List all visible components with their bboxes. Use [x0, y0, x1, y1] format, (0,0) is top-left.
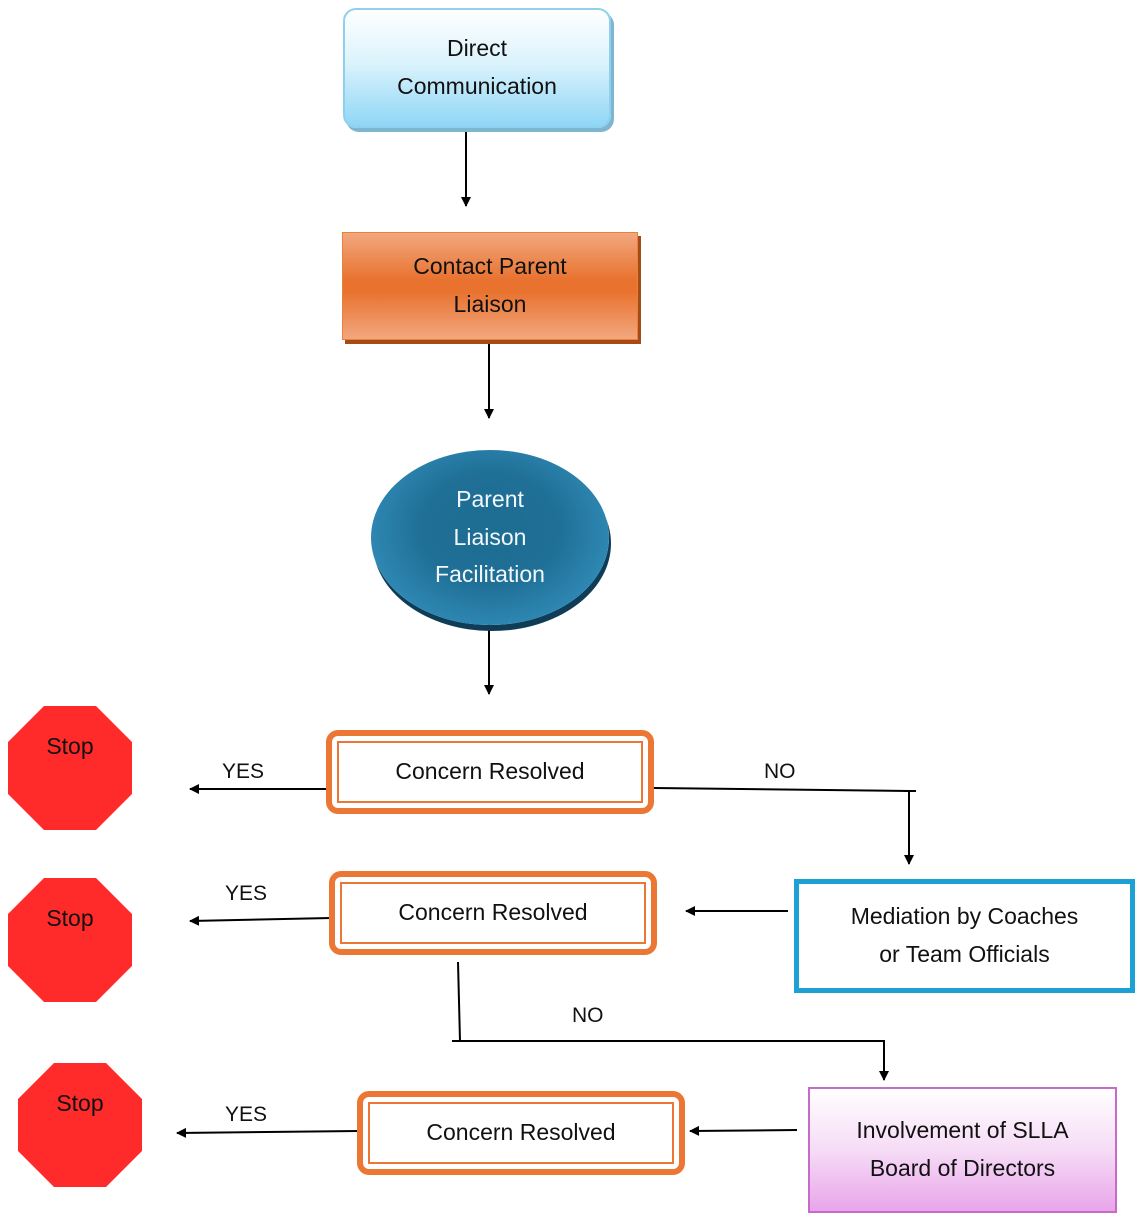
board-line-2: Board of Directors [869, 1155, 1056, 1181]
concern-resolved-node-3: Concern Resolved [357, 1091, 685, 1175]
direct-line-1: Direct [446, 35, 508, 62]
no-label-1: NO [764, 760, 796, 783]
no-label-2: NO [572, 1004, 604, 1027]
board-involvement-node: Involvement of SLLA Board of Directors [808, 1087, 1117, 1213]
contact-line-2: Liaison [453, 291, 527, 317]
stop-1-label: Stop [46, 733, 94, 759]
stop-2-label: Stop [46, 905, 94, 931]
resolved-2-label: Concern Resolved [398, 899, 588, 926]
stop-sign-1: Stop [8, 706, 132, 830]
arrow-resolved2-yes [189, 915, 332, 926]
facilitation-line-2: Liaison [453, 523, 527, 550]
contact-parent-liaison-node: Contact Parent Liaison [342, 232, 638, 340]
line-resolved1-no [653, 787, 914, 865]
stop-sign-2: Stop [8, 878, 132, 1002]
resolved-1-label: Concern Resolved [395, 758, 585, 785]
contact-line-1: Contact Parent [413, 253, 567, 280]
mediation-line-1: Mediation by Coaches [850, 903, 1079, 930]
direct-communication-node: Direct Communication [343, 8, 611, 128]
mediation-node: Mediation by Coaches or Team Officials [794, 879, 1135, 993]
facilitation-line-3: Facilitation [435, 561, 545, 588]
yes-label-3: YES [225, 1103, 268, 1126]
facilitation-line-1: Parent [456, 485, 524, 512]
stop-3-label: Stop [56, 1090, 104, 1116]
board-line-1: Involvement of SLLA [856, 1117, 1069, 1144]
mediation-line-2: or Team Officials [879, 941, 1050, 967]
stop-sign-3: Stop [18, 1063, 142, 1187]
resolved-3-label: Concern Resolved [426, 1119, 616, 1146]
concern-resolved-node-1: Concern Resolved [326, 730, 654, 814]
direct-line-2: Communication [397, 73, 557, 99]
arrow-board-to-resolved3 [689, 1125, 798, 1136]
parent-liaison-facilitation-node: Parent Liaison Facilitation [371, 450, 609, 625]
arrow-resolved3-yes [176, 1127, 360, 1138]
yes-label-1: YES [222, 760, 265, 783]
yes-label-2: YES [225, 882, 268, 905]
concern-resolved-node-2: Concern Resolved [329, 871, 657, 955]
line-resolved2-no [457, 961, 889, 1081]
